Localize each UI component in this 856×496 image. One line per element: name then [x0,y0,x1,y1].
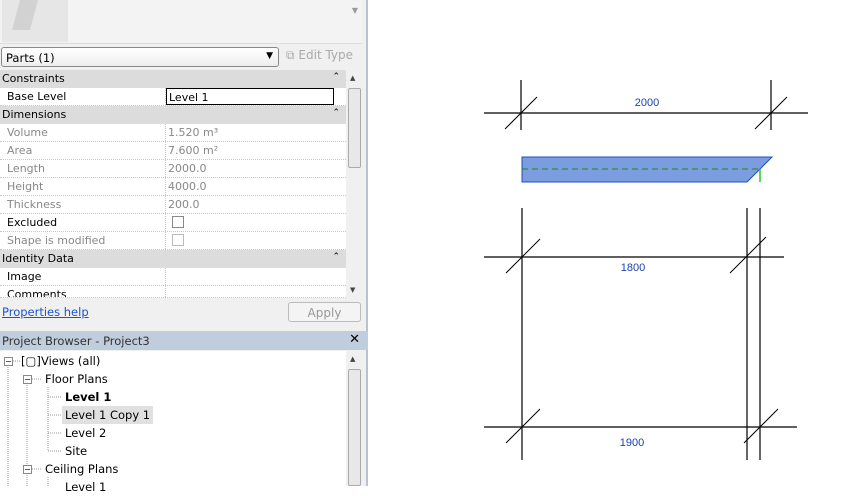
tree-item-ceiling-level-1[interactable]: Level 1 [65,480,107,494]
prop-value: 1.520 m³ [168,126,219,139]
edit-type-icon: ⧉ [286,48,295,62]
prop-value: 7.600 m² [168,144,219,157]
tree-item-level-1[interactable]: Level 1 [65,390,112,404]
group-dimensions[interactable]: Dimensions ⌃ [0,106,346,124]
prop-value: 2000.0 [168,162,207,175]
shape-modified-checkbox [172,234,184,246]
prop-label: Base Level [0,88,166,105]
apply-button[interactable]: Apply [288,302,361,322]
excluded-checkbox[interactable] [172,216,184,228]
tree-item-floor-plans[interactable]: Floor Plans [45,372,108,386]
tree-item-site[interactable]: Site [65,444,88,458]
scroll-down-icon[interactable]: ▼ [351,6,358,15]
drawing-canvas[interactable]: 2000 1800 1900 [370,0,856,486]
type-selector-value: Parts (1) [6,51,55,65]
views-icon: [▢] [21,354,41,368]
prop-label: Area [0,142,166,159]
properties-help-link[interactable]: Properties help [2,305,89,319]
collapse-toggle[interactable]: − [4,357,13,366]
prop-value: 200.0 [168,198,200,211]
type-preview: ▼ [0,0,362,44]
group-label: Identity Data [2,252,74,265]
collapse-icon[interactable]: ⌃ [332,252,340,262]
project-browser-title: Project Browser - Project3 [2,334,150,348]
tree-item-level-1-copy-1[interactable]: Level 1 Copy 1 [62,406,154,424]
dim-text-mid[interactable]: 1800 [621,262,645,274]
scroll-down-icon[interactable]: ▼ [350,286,356,294]
prop-value: 4000.0 [168,180,207,193]
collapse-toggle[interactable]: − [23,375,32,384]
dim-text-bottom[interactable]: 1900 [620,437,644,449]
group-identity-data[interactable]: Identity Data ⌃ [0,250,346,268]
prop-label: Excluded [0,214,166,231]
scroll-up-icon[interactable]: ▲ [350,74,356,82]
prop-excluded: Excluded [0,214,346,232]
prop-label: Height [0,178,166,195]
tree-item-ceiling-plans[interactable]: Ceiling Plans [45,462,119,476]
collapse-icon[interactable]: ⌃ [332,72,340,82]
edit-type-button[interactable]: ⧉ Edit Type [286,48,353,63]
dim-text-top[interactable]: 2000 [635,97,659,109]
reference-lines [484,80,808,460]
dimension-ticks [504,96,788,444]
project-browser-tree: − [▢] Views (all) − Floor Plans Level 1 … [0,351,346,494]
edit-type-label: Edit Type [298,48,354,62]
scrollbar-thumb[interactable] [348,88,361,168]
browser-scrollbar[interactable]: ▲ [347,351,362,486]
close-icon[interactable]: ✕ [349,332,360,347]
tree-item-views-all[interactable]: Views (all) [41,354,101,368]
prop-label: Comments [0,286,166,297]
tree-item-level-2[interactable]: Level 2 [65,426,107,440]
scroll-up-icon[interactable]: ▲ [350,355,356,363]
prop-label: Thickness [0,196,166,213]
group-label: Constraints [2,72,65,85]
type-selector[interactable]: Parts (1) ▼ [1,47,279,67]
prop-shape-modified: Shape is modified [0,232,346,250]
prop-label: Length [0,160,166,177]
properties-scrollbar[interactable]: ▲ ▼ [347,70,362,298]
group-label: Dimensions [2,108,67,121]
prop-label: Image [0,268,166,285]
type-image [2,0,68,42]
prop-value[interactable] [166,268,346,285]
prop-comments[interactable]: Comments [0,286,346,298]
prop-value[interactable] [166,286,346,297]
scrollbar-thumb[interactable] [348,369,361,486]
project-browser-header: Project Browser - Project3 ✕ [0,331,368,350]
base-level-input[interactable]: Level 1 [166,88,334,105]
group-constraints[interactable]: Constraints ⌃ [0,70,346,88]
left-panel: ▼ Parts (1) ▼ ⧉ Edit Type Constraints ⌃ Ba… [0,0,368,494]
prop-image[interactable]: Image [0,268,346,286]
chevron-down-icon: ▼ [266,51,273,61]
collapse-icon[interactable]: ⌃ [332,108,340,118]
prop-label: Shape is modified [0,232,166,249]
prop-label: Volume [0,124,166,141]
collapse-toggle[interactable]: − [23,465,32,474]
